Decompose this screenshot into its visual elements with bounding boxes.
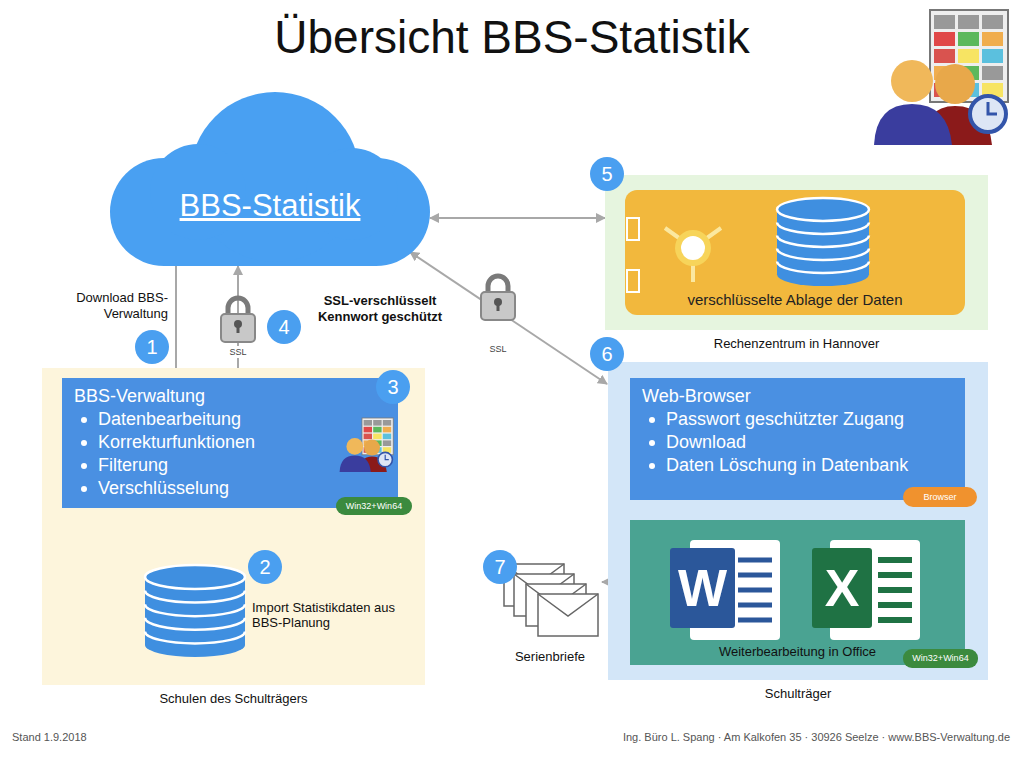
callout-number: 4 <box>267 310 301 344</box>
node-heading: Rechenzentrum in Hannover <box>605 336 988 351</box>
node-heading: Serienbriefe <box>490 649 610 664</box>
date-note: Stand 1.9.2018 <box>12 731 212 743</box>
node-heading: Web-Browser <box>640 385 955 408</box>
word-logo: W <box>670 558 735 618</box>
lock-icon <box>481 276 515 320</box>
edge-label: Download BBS-Verwaltung <box>40 290 168 322</box>
node-text: Verschlüsselung <box>72 477 388 500</box>
node-heading: Import Statistikdaten aus BBS-Planung <box>252 600 404 630</box>
storage-box: verschlüsselte Ablage der Daten <box>625 190 965 315</box>
node-text: Download <box>640 431 955 454</box>
browser-badge: Browser <box>903 487 977 507</box>
connector-arrow <box>175 266 177 378</box>
platform-badge: Win32+Win64 <box>336 497 412 515</box>
node-illustration <box>110 92 430 266</box>
node-heading: verschlüsselte Ablage der Daten <box>625 291 965 308</box>
node-heading: Browser <box>903 487 977 507</box>
callout-number: 1 <box>135 330 169 364</box>
page-title: Übersicht BBS-Statistik <box>150 10 874 64</box>
node-heading: Win32+Win64 <box>336 497 412 515</box>
footer-address: Ing. Büro L. Spang · Am Kalkofen 35 · 30… <box>540 731 1010 743</box>
platform-badge: Win32+Win64 <box>903 649 978 668</box>
callout-number: 3 <box>376 370 410 404</box>
ssl-label: SSL <box>485 343 511 355</box>
node-text: Korrekturfunktionen <box>72 431 388 454</box>
callout-number: 6 <box>590 337 624 371</box>
lock-icon <box>221 298 255 342</box>
node-text: Datenbearbeitung <box>72 408 388 431</box>
node-text: Passwort geschützter Zugang <box>640 408 955 431</box>
node-heading: BBS-Verwaltung <box>72 385 388 408</box>
callout-number: 7 <box>483 550 517 584</box>
node-heading: BBS-Statistik <box>110 188 430 224</box>
users-table-icon <box>874 10 1008 145</box>
node-heading: Win32+Win64 <box>903 649 978 668</box>
cloud-shape: BBS-Statistik <box>110 92 430 266</box>
callout-number: 2 <box>248 550 282 584</box>
node-heading: Schulen des Schulträgers <box>42 691 425 706</box>
callout-number: 5 <box>590 157 624 191</box>
process-box: BBS-VerwaltungDatenbearbeitungKorrekturf… <box>62 378 398 508</box>
security-note: SSL-verschlüsselt Kennwort geschützt <box>310 293 450 325</box>
process-box: Web-BrowserPasswort geschützter ZugangDo… <box>630 378 965 500</box>
node-heading: Schulträger <box>608 686 988 701</box>
schools-region: Schulen des SchulträgersBBS-VerwaltungDa… <box>42 368 425 685</box>
carrier-region: SchulträgerWeb-BrowserPasswort geschützt… <box>608 362 988 680</box>
node-text: Filterung <box>72 454 388 477</box>
node-text: Daten Löschung in Datenbank <box>640 454 955 477</box>
datacenter-region: Rechenzentrum in Hannoververschlüsselte … <box>605 175 988 330</box>
connector-arrow <box>430 217 605 219</box>
ssl-label: SSL <box>225 346 251 358</box>
excel-logo: X <box>812 558 872 618</box>
